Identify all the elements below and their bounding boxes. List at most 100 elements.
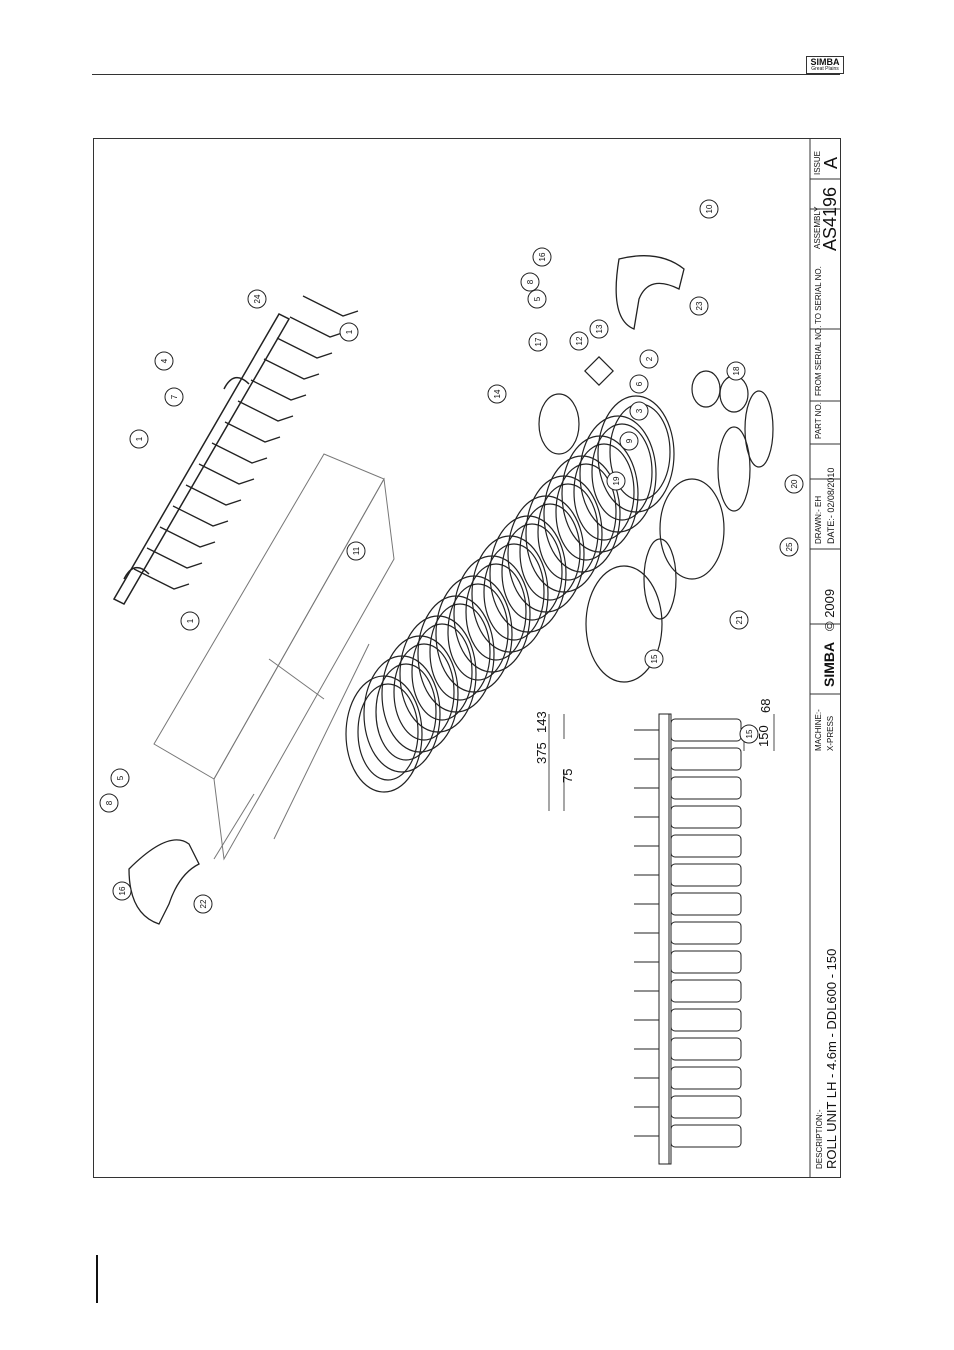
callout-number: 24 (253, 294, 262, 303)
part-callout: 20 (785, 475, 803, 493)
roller-ring (544, 456, 620, 572)
callout-number: 12 (575, 336, 584, 345)
tine (290, 317, 345, 337)
callout-number: 2 (645, 356, 654, 361)
roller-ring (418, 596, 494, 712)
part-callout: 8 (521, 273, 539, 291)
part-callout: 19 (607, 472, 625, 490)
assembly-number: AS4196 (820, 187, 840, 251)
simba-logo: SIMBA Great Plains (806, 56, 844, 74)
exploded-drawing: DESCRIPTION:- ROLL UNIT LH - 4.6m - DDL6… (94, 139, 840, 1177)
tine (277, 338, 332, 358)
part-callout: 17 (529, 333, 547, 351)
title-block-text: DESCRIPTION:- ROLL UNIT LH - 4.6m - DDL6… (813, 151, 840, 1169)
footer-bar (96, 1255, 98, 1303)
roller-ring (472, 536, 548, 652)
tine (160, 527, 215, 547)
part-callout: 15 (740, 725, 758, 743)
callout-number: 16 (118, 886, 127, 895)
machine-label: MACHINE:- (814, 709, 823, 751)
description-text: ROLL UNIT LH - 4.6m - DDL600 - 150 (824, 949, 839, 1169)
roller-ring (454, 556, 530, 672)
part-callout: 13 (590, 320, 608, 338)
part-callout: 24 (248, 290, 266, 308)
ring-row (634, 719, 741, 1147)
side-ring (634, 835, 741, 857)
part-callout: 12 (570, 332, 588, 350)
roller-ring (490, 516, 566, 632)
part-callout: 18 (727, 362, 745, 380)
callout-number: 5 (533, 296, 542, 301)
side-plate-left (129, 840, 199, 924)
part-no-label: PART NO. (814, 402, 823, 439)
part-callout: 14 (488, 385, 506, 403)
side-ring (634, 1067, 741, 1089)
dimension-lines (549, 714, 774, 811)
side-ring (634, 951, 741, 973)
part-callout: 9 (620, 432, 638, 450)
callout-number: 8 (105, 800, 114, 805)
tine (173, 506, 228, 526)
callout-number: 1 (345, 329, 354, 334)
part-callout: 22 (194, 895, 212, 913)
callout-number: 23 (695, 301, 704, 310)
callout-number: 14 (493, 389, 502, 398)
side-ring (634, 719, 741, 741)
side-ring (634, 980, 741, 1002)
description-label: DESCRIPTION:- (815, 1109, 824, 1169)
roller-ring (364, 656, 440, 772)
machine-text: X-PRESS (826, 716, 835, 751)
part-callout: 10 (700, 200, 718, 218)
to-serial-label: TO SERIAL NO. (814, 266, 823, 324)
callout-number: 1 (135, 436, 144, 441)
callout-number: 22 (199, 899, 208, 908)
issue-text: A (821, 157, 840, 169)
bearing-parts (539, 357, 773, 682)
part-callout: 3 (630, 402, 648, 420)
part-callout: 2 (640, 350, 658, 368)
part-callout: 5 (528, 290, 546, 308)
tine-set (134, 296, 358, 589)
callout-number: 9 (625, 438, 634, 443)
callout-number: 21 (735, 615, 744, 624)
part-callout: 16 (533, 248, 551, 266)
callout-number: 6 (635, 381, 644, 386)
callout-number: 15 (650, 654, 659, 663)
callout-number: 1 (186, 618, 195, 623)
tine (212, 443, 267, 463)
side-ring (634, 1125, 741, 1147)
side-ring (634, 1096, 741, 1118)
date-label: DATE:- 02/08/2010 (826, 468, 836, 544)
roller-stack (346, 396, 674, 792)
roller-ring (346, 676, 422, 792)
callout-number: 20 (790, 479, 799, 488)
part-callout: 6 (630, 375, 648, 393)
dim-375: 375 (534, 742, 549, 764)
roller-ring (382, 636, 458, 752)
part-callout: 21 (730, 611, 748, 629)
side-ring (634, 864, 741, 886)
roller-ring (526, 476, 602, 592)
callout-number: 13 (595, 324, 604, 333)
part-callout: 11 (347, 542, 365, 560)
part-callout: 7 (165, 388, 183, 406)
roller-ring (400, 616, 476, 732)
callout-number: 5 (116, 775, 125, 780)
tine (186, 485, 241, 505)
dim-75: 75 (560, 769, 575, 783)
copyright-text: © 2009 (822, 589, 837, 631)
part-callout: 5 (111, 769, 129, 787)
roller-ring (562, 436, 638, 552)
side-ring (634, 1038, 741, 1060)
side-ring (634, 1009, 741, 1031)
side-ring (634, 748, 741, 770)
side-ring (634, 922, 741, 944)
tine (199, 464, 254, 484)
part-callout: 1 (340, 323, 358, 341)
side-ring (634, 893, 741, 915)
roller-ring (436, 576, 512, 692)
callout-number: 19 (612, 476, 621, 485)
drawn-label: DRAWN:- EH (814, 496, 823, 544)
brand-text: SIMBA (821, 642, 837, 687)
from-serial-label: FROM SERIAL NO. (814, 326, 823, 396)
